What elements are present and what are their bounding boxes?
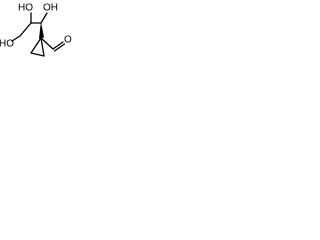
bond-cho-o-a [52,41,64,50]
atom-label-ho-left: HO [0,39,14,50]
ring-bond-1 [30,37,42,54]
bond-c2-oh-right [40,12,48,24]
atom-label-ho-top-left: HO [18,3,33,14]
ring-bond-2 [30,52,45,57]
atom-label-oh-top-right: OH [43,3,58,14]
molecule-structure: HO OH HO O [0,3,72,57]
bond-c3-c4 [19,22,32,37]
wedge-bond-c2-c1 [39,22,44,39]
ring-bond-3 [40,37,45,57]
bond-cho-o-b [53,43,66,52]
bond-c4-o-left [11,35,21,42]
atom-label-aldehyde-o: O [64,35,72,46]
bond-c1-cho [40,37,54,50]
